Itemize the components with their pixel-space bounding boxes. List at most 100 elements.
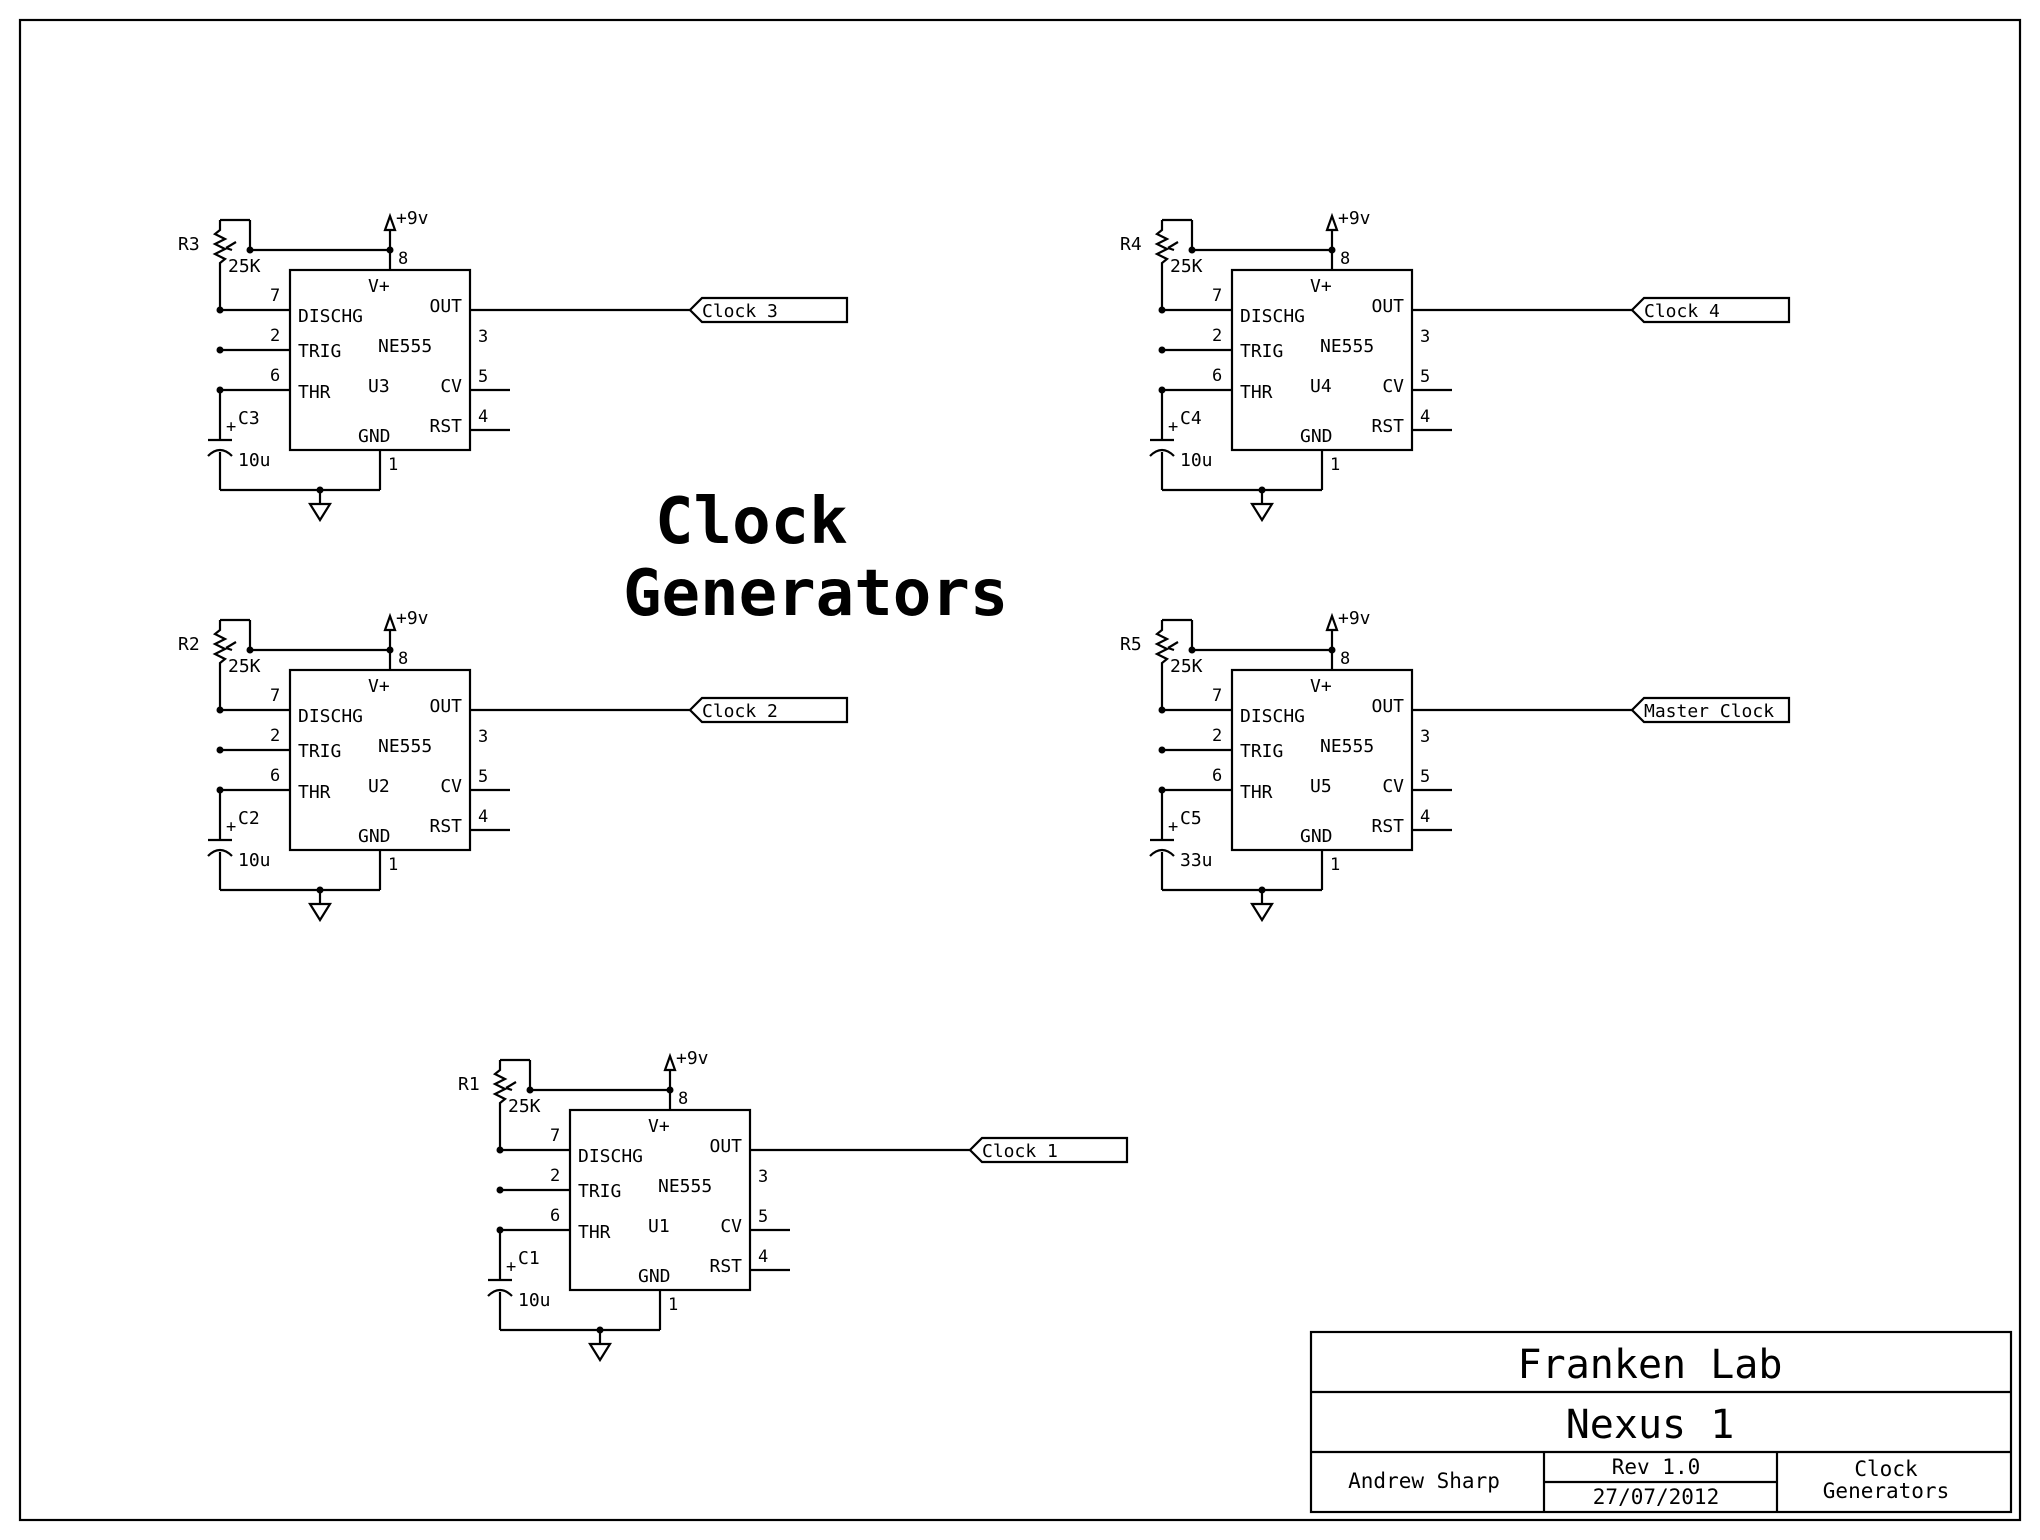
pin-number-4: 4 bbox=[478, 407, 488, 427]
pin-number-8: 8 bbox=[1340, 249, 1350, 269]
pin-number-3: 3 bbox=[1420, 727, 1430, 747]
pin-number-5: 5 bbox=[1420, 767, 1430, 787]
pin-number-4: 4 bbox=[758, 1247, 768, 1267]
net-label-flag bbox=[688, 696, 849, 724]
net-label-flag bbox=[1630, 696, 1791, 724]
ground-icon bbox=[1250, 902, 1274, 923]
pin-name-out: OUT bbox=[709, 1136, 742, 1157]
pin-number-6: 6 bbox=[270, 366, 280, 386]
pin-name-thr: THR bbox=[578, 1222, 611, 1243]
pin-number-6: 6 bbox=[270, 766, 280, 786]
net-label-flag bbox=[688, 296, 849, 324]
pin-number-8: 8 bbox=[678, 1089, 688, 1109]
pin-name-trig: TRIG bbox=[1240, 341, 1283, 362]
pin-name-rst: RST bbox=[1371, 816, 1404, 837]
resistor-reference: R5 bbox=[1120, 634, 1142, 655]
title-block-frame bbox=[1309, 1330, 2013, 1514]
pin-name-cv: CV bbox=[440, 776, 462, 797]
chip-reference: U1 bbox=[648, 1216, 670, 1237]
pin-name-vplus: V+ bbox=[1310, 276, 1332, 297]
pin-name-trig: TRIG bbox=[298, 741, 341, 762]
chip-part-number: NE555 bbox=[1320, 736, 1374, 757]
chip-part-number: NE555 bbox=[378, 736, 432, 757]
pin-name-cv: CV bbox=[1382, 376, 1404, 397]
pin-number-5: 5 bbox=[478, 367, 488, 387]
capacitor-reference: C2 bbox=[238, 808, 260, 829]
supply-label: +9v bbox=[396, 608, 429, 629]
pin-name-out: OUT bbox=[429, 696, 462, 717]
company-name: Franken Lab bbox=[1518, 1342, 1783, 1388]
clock-circuit: V+DISCHGTRIGTHROUTCVRSTGNDNE555U4726354C… bbox=[1120, 208, 1791, 523]
supply-arrow-icon bbox=[1325, 612, 1339, 632]
pin-name-trig: TRIG bbox=[298, 341, 341, 362]
pin-number-7: 7 bbox=[270, 286, 280, 306]
pin-name-dischg: DISCHG bbox=[298, 706, 363, 727]
pin-name-rst: RST bbox=[1371, 416, 1404, 437]
resistor-value: 25K bbox=[508, 1096, 541, 1117]
pin-name-thr: THR bbox=[298, 782, 331, 803]
pin-name-dischg: DISCHG bbox=[1240, 306, 1305, 327]
pin-name-rst: RST bbox=[709, 1256, 742, 1277]
pin-name-dischg: DISCHG bbox=[298, 306, 363, 327]
supply-label: +9v bbox=[676, 1048, 709, 1069]
pin-name-gnd: GND bbox=[358, 826, 391, 847]
resistor-reference: R2 bbox=[178, 634, 200, 655]
pin-number-5: 5 bbox=[758, 1207, 768, 1227]
revision: Rev 1.0 bbox=[1612, 1455, 1701, 1479]
pin-name-dischg: DISCHG bbox=[1240, 706, 1305, 727]
supply-label: +9v bbox=[396, 208, 429, 229]
pin-name-rst: RST bbox=[429, 416, 462, 437]
net-label-flag bbox=[968, 1136, 1129, 1164]
pin-number-1: 1 bbox=[1330, 455, 1340, 475]
diagram-title-line-1: Clock bbox=[655, 485, 848, 559]
resistor-reference: R1 bbox=[458, 1074, 480, 1095]
project-name: Nexus 1 bbox=[1566, 1402, 1735, 1448]
pin-number-5: 5 bbox=[1420, 367, 1430, 387]
potentiometer-icon bbox=[1154, 220, 1170, 310]
pin-number-7: 7 bbox=[1212, 286, 1222, 306]
pin-number-2: 2 bbox=[550, 1166, 560, 1186]
pin-name-out: OUT bbox=[429, 296, 462, 317]
capacitor-reference: C1 bbox=[518, 1248, 540, 1269]
capacitor-icon bbox=[207, 448, 233, 457]
cap-polarity: + bbox=[1168, 817, 1178, 837]
supply-label: +9v bbox=[1338, 608, 1371, 629]
capacitor-icon bbox=[487, 1288, 513, 1297]
resistor-reference: R3 bbox=[178, 234, 200, 255]
clock-circuit: V+DISCHGTRIGTHROUTCVRSTGNDNE555U2726354C… bbox=[178, 608, 849, 923]
pin-name-thr: THR bbox=[298, 382, 331, 403]
capacitor-value: 10u bbox=[518, 1290, 551, 1311]
pin-number-6: 6 bbox=[1212, 766, 1222, 786]
circuits-layer: V+DISCHGTRIGTHROUTCVRSTGNDNE555U3726354C… bbox=[178, 208, 1791, 1363]
sheet-title-line-1: Clock bbox=[1854, 1457, 1918, 1481]
junction-dot bbox=[1158, 746, 1166, 754]
pin-number-3: 3 bbox=[1420, 327, 1430, 347]
pot-wiper-arrow-icon bbox=[1167, 241, 1179, 252]
pin-name-gnd: GND bbox=[638, 1266, 671, 1287]
pin-name-gnd: GND bbox=[358, 426, 391, 447]
pin-name-vplus: V+ bbox=[368, 676, 390, 697]
pin-number-8: 8 bbox=[398, 649, 408, 669]
resistor-reference: R4 bbox=[1120, 234, 1142, 255]
pin-name-vplus: V+ bbox=[648, 1116, 670, 1137]
capacitor-icon bbox=[207, 848, 233, 857]
net-label-text: Clock 3 bbox=[702, 301, 778, 322]
pin-number-2: 2 bbox=[1212, 326, 1222, 346]
junction-dot bbox=[216, 346, 224, 354]
chip-reference: U3 bbox=[368, 376, 390, 397]
junction-dot bbox=[246, 646, 254, 654]
clock-circuit: V+DISCHGTRIGTHROUTCVRSTGNDNE555U5726354M… bbox=[1120, 608, 1791, 923]
pot-wiper-arrow-icon bbox=[225, 241, 237, 252]
pin-number-2: 2 bbox=[270, 326, 280, 346]
resistor-value: 25K bbox=[228, 656, 261, 677]
pin-number-7: 7 bbox=[550, 1126, 560, 1146]
pin-number-8: 8 bbox=[398, 249, 408, 269]
pin-number-3: 3 bbox=[478, 327, 488, 347]
junction-dot bbox=[1188, 246, 1196, 254]
pin-name-out: OUT bbox=[1371, 696, 1404, 717]
pin-name-rst: RST bbox=[429, 816, 462, 837]
junction-dot bbox=[526, 1086, 534, 1094]
chip-reference: U5 bbox=[1310, 776, 1332, 797]
pot-wiper-arrow-icon bbox=[225, 641, 237, 652]
title-block: Franken Lab Nexus 1 Andrew Sharp Rev 1.0… bbox=[1309, 1330, 2013, 1514]
